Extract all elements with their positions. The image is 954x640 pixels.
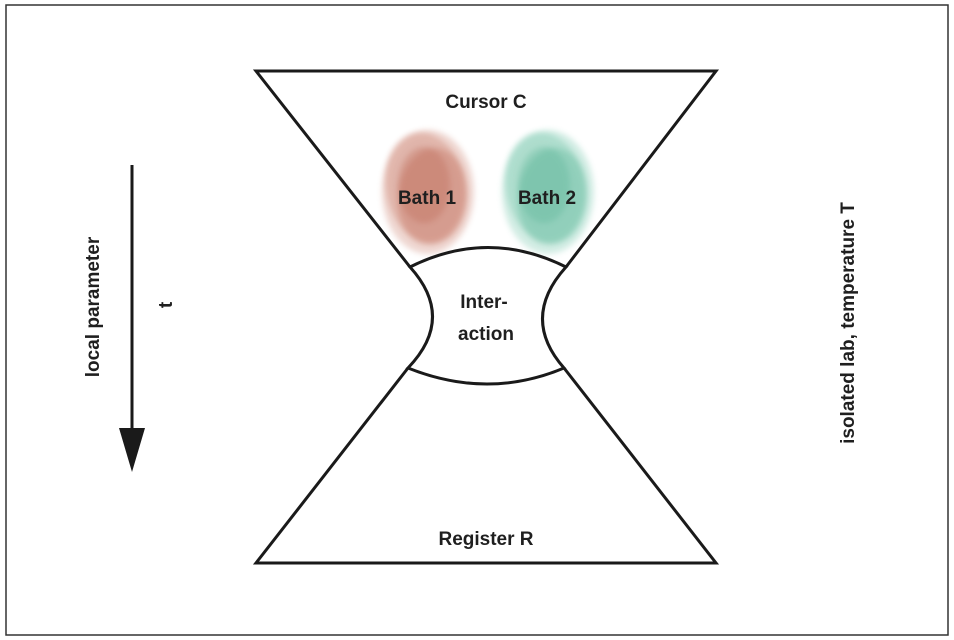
- time-symbol-label: t: [156, 301, 177, 308]
- outer-frame: [5, 4, 949, 636]
- bath-2-label: Bath 2: [518, 188, 576, 209]
- register-shape: [252, 367, 720, 565]
- lab-label: isolated lab, temperature T: [838, 202, 859, 444]
- interaction-label-line-1: Inter-: [460, 292, 508, 313]
- bath-1-blob: [382, 130, 474, 254]
- interaction-label-line-2: action: [458, 324, 514, 345]
- bath-1-label: Bath 1: [398, 188, 457, 209]
- local-parameter-label: local parameter: [83, 236, 104, 377]
- bath-2-blob: [502, 130, 594, 254]
- register-label: Register R: [438, 529, 533, 550]
- cursor-shape: [252, 69, 720, 268]
- interaction-region: [405, 246, 569, 386]
- cursor-label: Cursor C: [445, 92, 527, 113]
- time-arrow-head: [119, 428, 145, 472]
